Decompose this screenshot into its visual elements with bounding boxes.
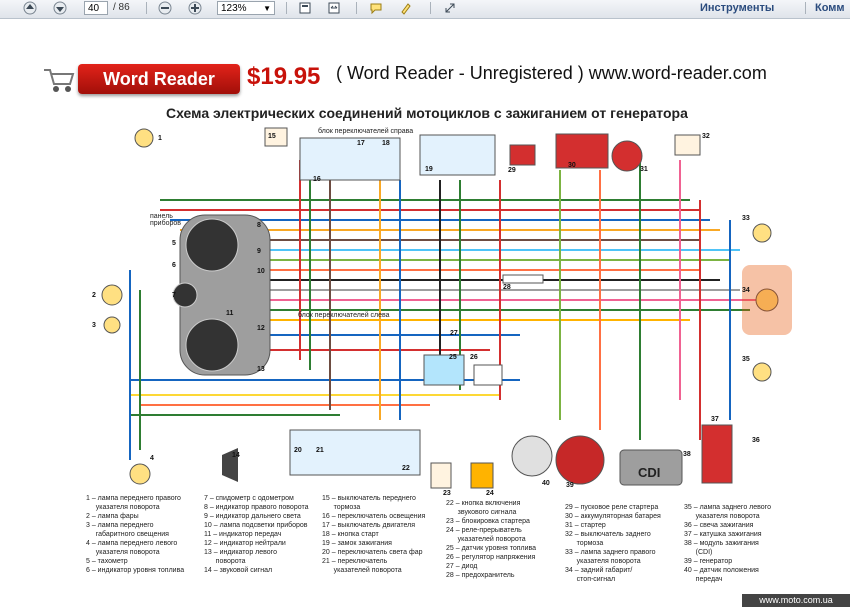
component-number: 36 — [752, 437, 760, 444]
zoom-in-icon[interactable] — [187, 1, 203, 15]
zoom-select[interactable]: 123% ▼ — [217, 1, 275, 15]
toolbar-divider — [286, 2, 287, 14]
component-number: 12 — [257, 325, 265, 332]
component-number: 15 — [268, 133, 276, 140]
component-number: 39 — [566, 482, 574, 489]
component-number: 19 — [425, 166, 433, 173]
component-number: 16 — [313, 176, 321, 183]
legend-column-3: 15 – выключатель переднего тормоза 16 – … — [322, 495, 426, 574]
component-number: 14 — [232, 452, 240, 459]
comments-menu[interactable]: Комм — [815, 2, 845, 14]
right-switch-block-label: блок переключателей справа — [318, 128, 414, 135]
component-number: 20 — [294, 447, 302, 454]
component-number: 29 — [508, 167, 516, 174]
component-number: 34 — [742, 287, 750, 294]
diagram-title: Схема электрических соединений мотоцикло… — [166, 105, 688, 121]
toolbar-divider — [430, 2, 431, 14]
page-number-input[interactable]: 40 — [84, 1, 108, 15]
component-number: 11 — [226, 310, 234, 317]
component-number: 33 — [742, 215, 750, 222]
page-total: / 86 — [113, 2, 130, 13]
instrument-panel-label: панель приборов — [150, 213, 182, 227]
component-number: 26 — [470, 354, 478, 361]
component-number: 35 — [742, 356, 750, 363]
component-number: 25 — [449, 354, 457, 361]
component-number: 32 — [702, 133, 710, 140]
component-number: 17 — [357, 140, 365, 147]
price-label: $19.95 — [247, 63, 321, 90]
component-number: 18 — [382, 140, 390, 147]
component-number: 10 — [257, 268, 265, 275]
component-number: 6 — [172, 262, 176, 269]
component-number: 8 — [257, 222, 261, 229]
site-watermark: www.moto.com.ua — [742, 594, 850, 607]
left-switch-block-label: блок переключателей слева — [298, 312, 390, 319]
comment-icon[interactable] — [368, 1, 384, 15]
component-number: 21 — [316, 447, 324, 454]
component-number: 30 — [568, 162, 576, 169]
component-number: 5 — [172, 240, 176, 247]
component-number: 37 — [711, 416, 719, 423]
legend-column-5: 29 – пусковое реле стартера 30 – аккумул… — [565, 504, 661, 583]
component-number: 13 — [257, 366, 265, 373]
component-number: 27 — [450, 330, 458, 337]
component-number: 9 — [257, 248, 261, 255]
component-number: 3 — [92, 322, 96, 329]
cdi-label: CDI — [638, 465, 661, 480]
component-number: 7 — [172, 292, 176, 299]
chevron-down-icon: ▼ — [263, 4, 271, 13]
component-number: 24 — [486, 490, 494, 497]
component-number: 4 — [150, 455, 154, 462]
fit-page-icon[interactable] — [297, 1, 313, 15]
toolbar-divider — [356, 2, 357, 14]
component-number: 38 — [683, 451, 691, 458]
legend-column-2: 7 – спидометр с одометром 8 – индикатор … — [204, 495, 309, 574]
unregistered-notice: ( Word Reader - Unregistered ) www.word-… — [336, 63, 767, 83]
prev-page-icon[interactable] — [22, 1, 38, 15]
component-number: 40 — [542, 480, 550, 487]
legend-column-1: 1 – лампа переднего правого указателя по… — [86, 495, 185, 574]
component-number: 2 — [92, 292, 96, 299]
zoom-value: 123% — [221, 3, 247, 14]
word-reader-logo: Word Reader — [78, 64, 240, 94]
next-page-icon[interactable] — [52, 1, 68, 15]
component-number: 22 — [402, 465, 410, 472]
expand-icon[interactable] — [442, 1, 458, 15]
highlight-icon[interactable] — [398, 1, 414, 15]
component-number: 31 — [640, 166, 648, 173]
component-number: 1 — [158, 135, 162, 142]
viewer-toolbar: 40 / 86 123% ▼ Инструменты Комм — [0, 0, 850, 19]
wiring-diagram — [101, 127, 792, 489]
toolbar-divider — [146, 2, 147, 14]
tools-menu[interactable]: Инструменты — [700, 2, 775, 14]
toolbar-divider — [805, 2, 806, 14]
component-number: 23 — [443, 490, 451, 497]
legend-column-4: 22 – кнопка включения звукового сигнала … — [446, 500, 537, 579]
component-number: 28 — [503, 284, 511, 291]
zoom-out-icon[interactable] — [157, 1, 173, 15]
legend-column-6: 35 – лампа заднего левого указателя пово… — [684, 504, 771, 583]
fit-width-icon[interactable] — [326, 1, 342, 15]
cart-icon — [42, 66, 76, 94]
